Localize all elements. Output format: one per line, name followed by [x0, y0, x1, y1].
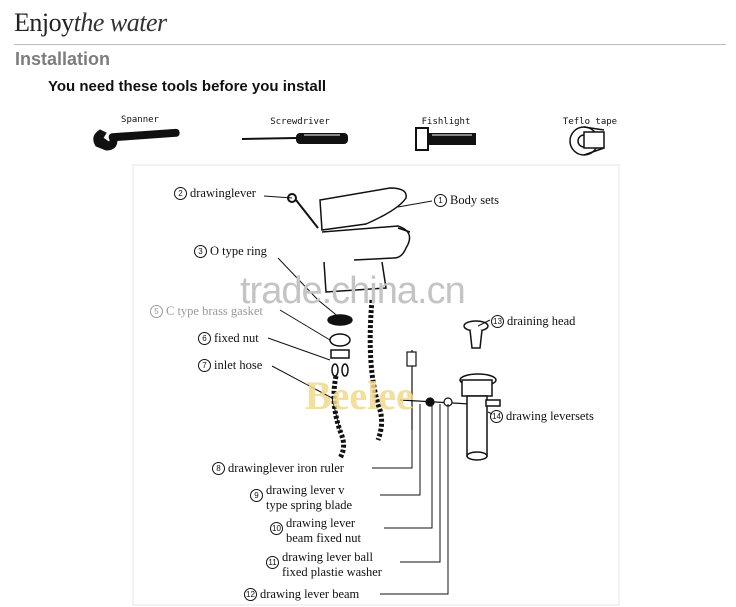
header-divider [14, 44, 726, 45]
watermark-brand: Beelee [305, 373, 414, 418]
diagram-frame [132, 164, 620, 606]
tool-label-tape: Teflo tape [562, 117, 618, 127]
site-logo: Enjoythe water [14, 8, 167, 38]
section-title: Installation [15, 49, 111, 69]
inlet-hoses [331, 299, 385, 460]
tool-label-spanner: Spanner [121, 115, 159, 125]
tool-label-flashlight: Fishlight [421, 117, 471, 127]
watermark-site: trade.china.cn [240, 270, 466, 312]
screwdriver-icon [241, 133, 348, 144]
logo-text-2: the water [73, 8, 168, 37]
tools-heading: You need these tools before you install [48, 78, 327, 95]
faucet-body [319, 187, 411, 293]
drain-assembly [459, 320, 501, 461]
tool-label-screwdriver: Screwdriver [270, 117, 330, 127]
tape-icon [569, 126, 605, 156]
fitting-parts [327, 314, 353, 377]
flashlight-icon [415, 127, 476, 151]
leader-lines [263, 195, 493, 595]
logo-text-1: Enjoy [14, 8, 74, 37]
drawing-lever [287, 193, 319, 229]
spanner-icon [93, 128, 180, 151]
